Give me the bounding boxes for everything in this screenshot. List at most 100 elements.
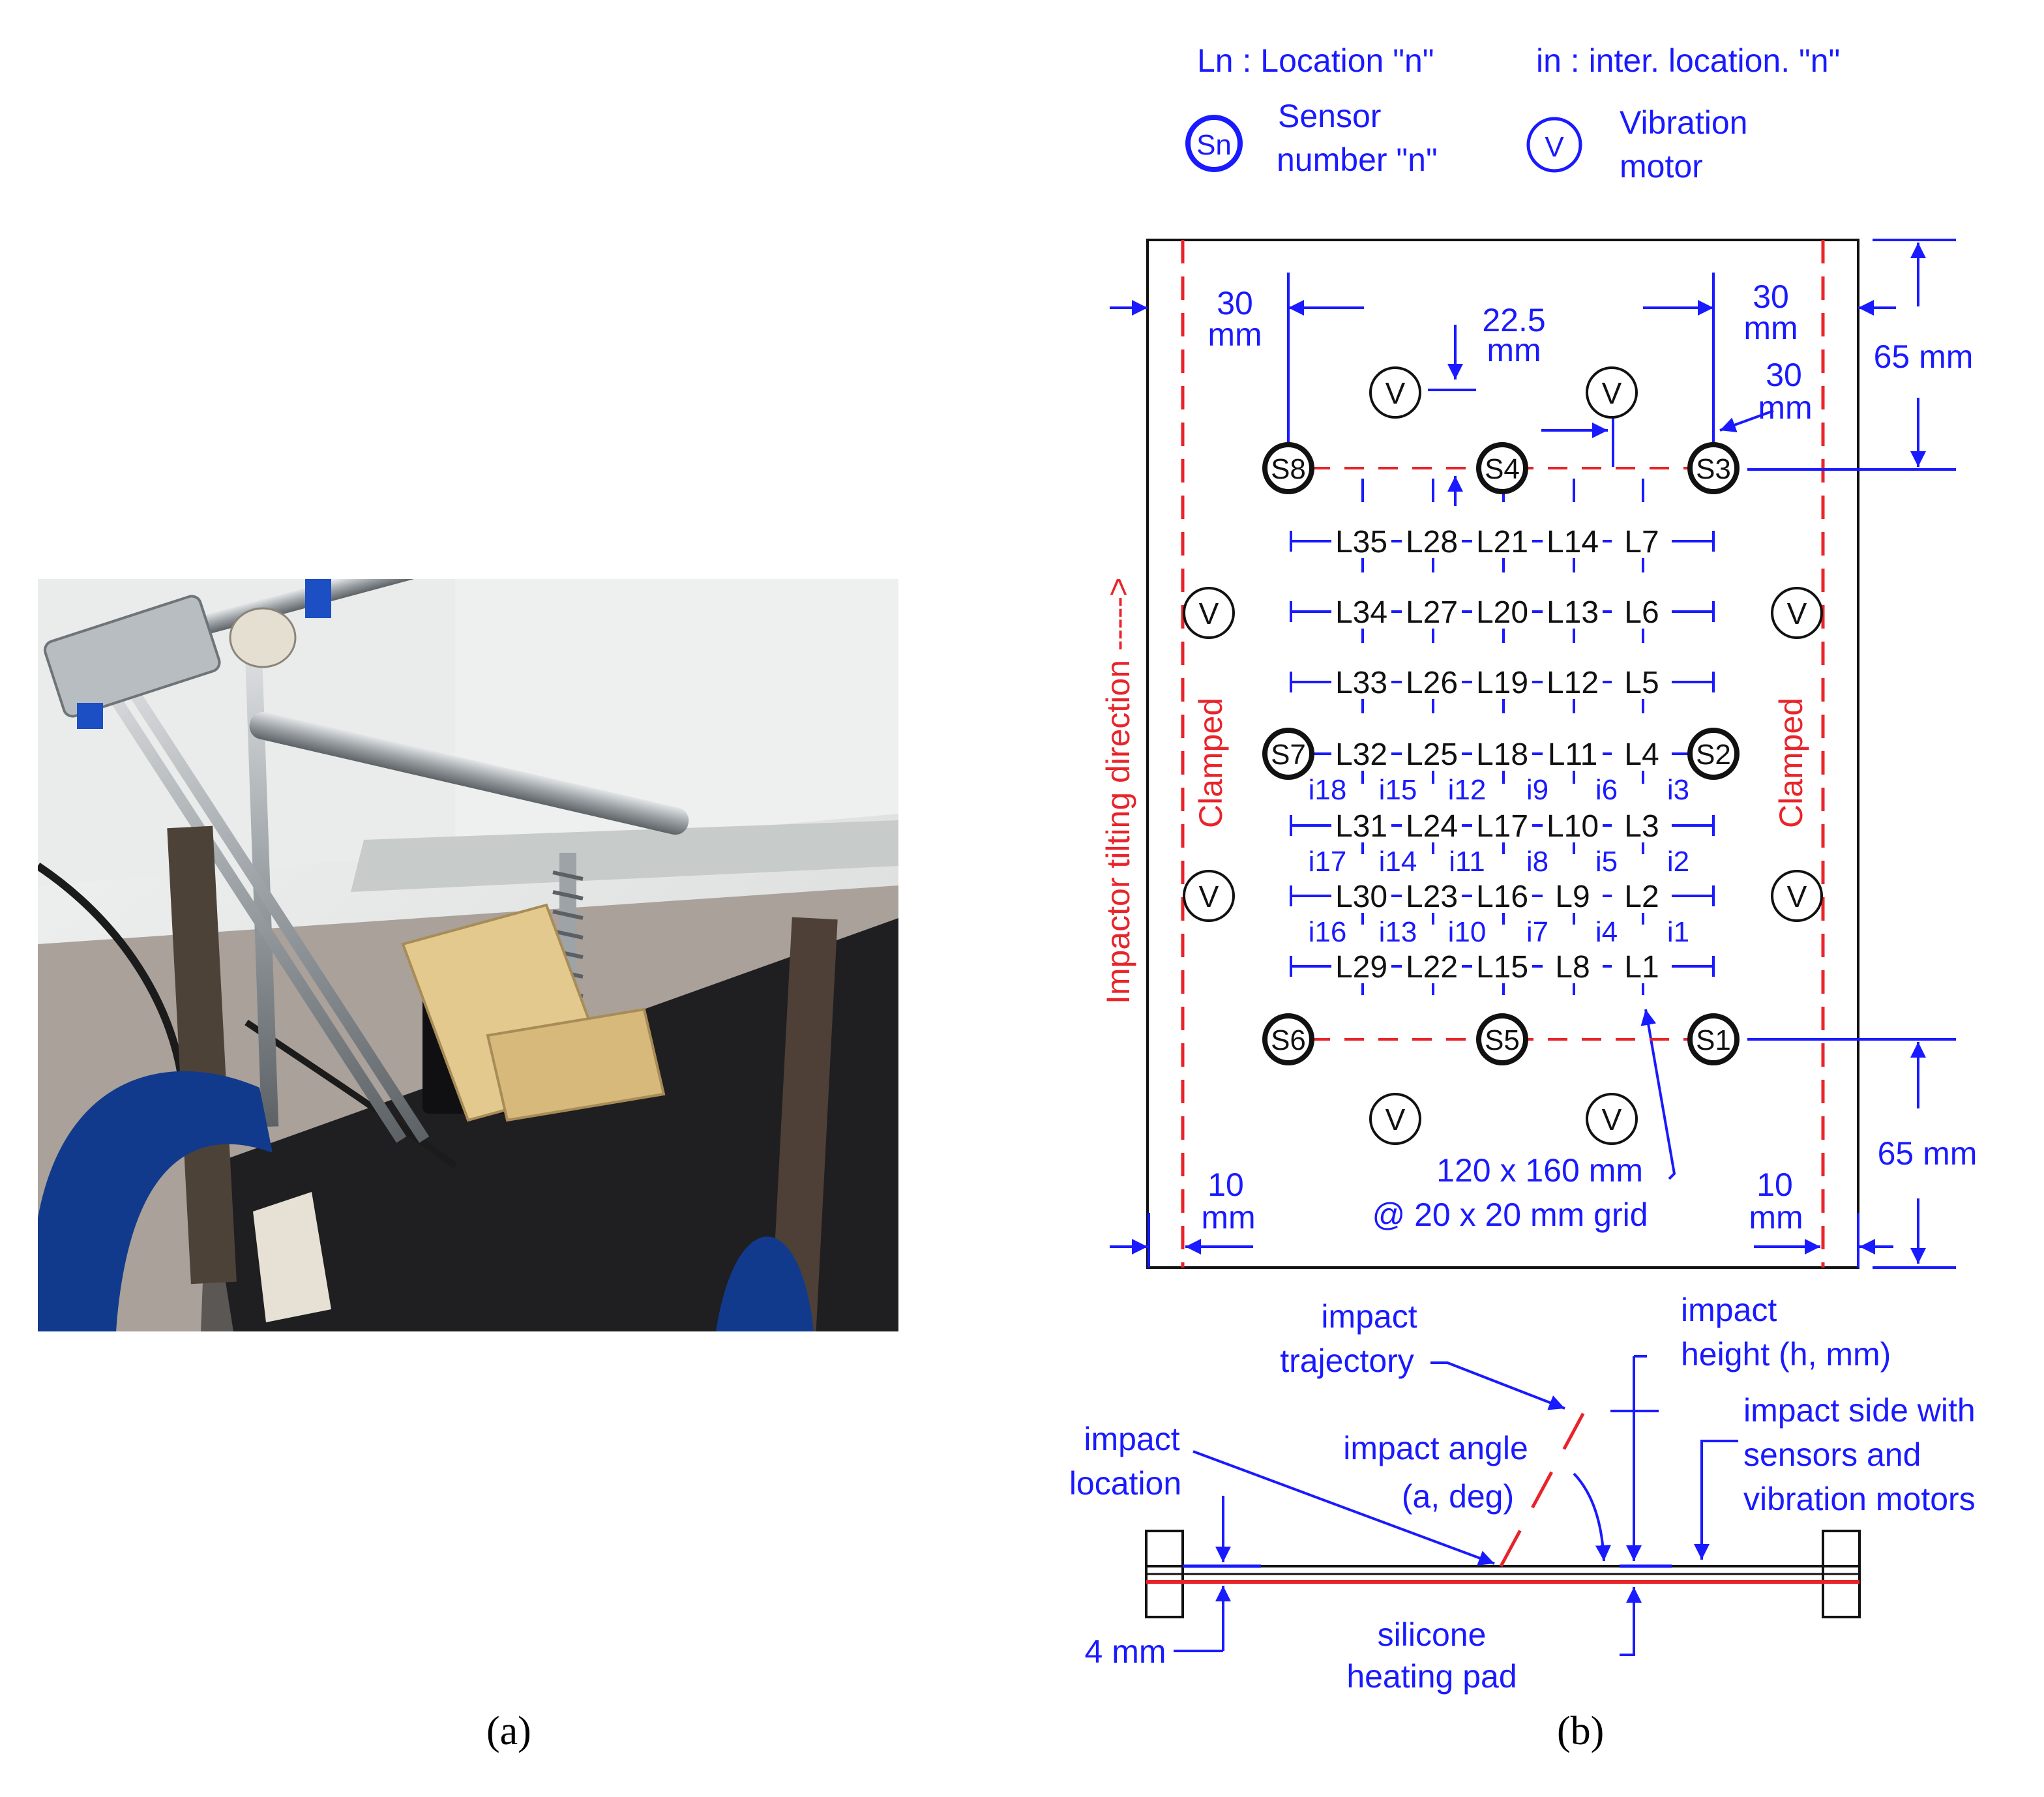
vibration-motor-1: V [1369,366,1421,419]
impact-rig-photo [38,579,898,1331]
inter-label-bg [1303,842,1352,876]
dim-right-30: 30 [1753,278,1789,315]
sensor-s2: S2 [1687,728,1740,780]
clamp-head [43,595,221,718]
svg-text:V: V [1199,880,1219,913]
legend-motor-line1: Vibration [1620,104,1747,141]
location-l22: L22 [1406,950,1458,985]
vibration-motor-8: V [1586,1093,1638,1145]
inter-label-bg [1303,913,1352,947]
svg-text:V: V [1602,1103,1622,1136]
svg-text:V: V [1199,597,1219,631]
legend-inter-location: in : inter. location. "n" [1536,42,1840,79]
inter-location-i7: i7 [1526,916,1548,948]
location-label-bg [1612,523,1672,558]
impact-side-label-2: sensors and [1743,1436,1921,1473]
inter-label-bg [1442,842,1492,876]
location-l11: L11 [1548,737,1598,772]
location-l18: L18 [1476,737,1528,772]
location-label-bg [1402,523,1462,558]
inter-location-i14: i14 [1379,846,1417,878]
impact-angle-label-1: impact angle [1343,1430,1528,1466]
inter-label-bg [1582,913,1631,947]
svg-text:V: V [1385,1103,1406,1136]
grid-spacing-label: @ 20 x 20 mm grid [1372,1196,1648,1233]
location-label-bg [1543,735,1603,771]
dim-right-30b-unit: mm [1758,389,1812,426]
location-label-bg [1331,807,1391,842]
location-label-bg [1612,664,1672,699]
right-screw-clamp [770,917,838,1331]
caption-a: (a) [486,1709,531,1753]
location-l20: L20 [1476,595,1528,630]
sensor-s5: S5 [1476,1013,1528,1065]
inter-label-bg [1582,842,1631,876]
location-label-bg [1612,735,1672,771]
black-tabletop [207,918,898,1331]
svg-text:S5: S5 [1485,1024,1520,1056]
location-label-bg [1402,807,1462,842]
left-screw-clamp [167,825,237,1285]
location-l16: L16 [1476,880,1528,914]
inter-location-i16: i16 [1309,916,1347,948]
location-label-bg [1543,948,1603,983]
legend-sensor-line2: number "n" [1277,141,1438,178]
location-label-bg [1402,878,1462,913]
wooden-impactor-block-2 [486,1007,666,1122]
location-l30: L30 [1335,880,1387,914]
impact-side-label-1: impact side with [1743,1392,1976,1429]
legend-motor-symbol: V [1526,117,1582,173]
horizontal-rod [249,711,689,835]
svg-text:S2: S2 [1696,739,1731,771]
inter-label-bg [1513,913,1562,947]
location-l2: L2 [1624,880,1659,914]
location-l10: L10 [1547,809,1599,844]
svg-text:V: V [1787,597,1807,631]
cable [38,863,185,1075]
location-label-bg [1612,807,1672,842]
blue-knob-top [305,579,331,618]
sensor-s1: S1 [1687,1013,1740,1065]
svg-text:S4: S4 [1485,453,1520,485]
location-l34: L34 [1335,595,1387,630]
location-l21: L21 [1476,525,1528,559]
legend-location: Ln : Location "n" [1197,42,1434,79]
dim-22-5-unit: mm [1487,332,1541,368]
inter-label-bg [1653,771,1703,805]
location-l17: L17 [1476,809,1528,844]
caption-b: (b) [1557,1709,1605,1753]
location-label-bg [1543,523,1603,558]
location-l33: L33 [1335,666,1387,700]
sensor-s4: S4 [1476,442,1528,494]
inter-label-bg [1653,842,1703,876]
inter-location-i2: i2 [1667,846,1689,878]
inter-label-bg [1653,913,1703,947]
vibration-motor-7: V [1369,1093,1421,1145]
location-l14: L14 [1547,525,1599,559]
clamped-left-label: Clamped [1192,698,1229,828]
blue-c-clamp-right [716,1236,814,1331]
inter-label-bg [1513,771,1562,805]
impact-trajectory-line [1499,1398,1593,1567]
inter-location-i4: i4 [1595,916,1618,948]
location-label-bg [1331,735,1391,771]
plate-outline [1146,239,1859,1269]
location-l35: L35 [1335,525,1387,559]
sensor-s7: S7 [1262,728,1314,780]
section-annotations [1174,1355,1738,1656]
location-l32: L32 [1335,737,1387,772]
grid-size-label: 120 x 160 mm [1436,1152,1643,1189]
inter-label-bg [1303,771,1352,805]
location-l5: L5 [1624,666,1659,700]
impact-height-label-1: impact [1681,1292,1777,1328]
inter-location-i13: i13 [1379,916,1417,948]
location-label-bg [1543,807,1603,842]
heating-pad-label-2: heating pad [1346,1658,1517,1695]
location-l12: L12 [1547,666,1599,700]
location-label-bg [1402,735,1462,771]
location-label-bg [1472,948,1532,983]
location-label-bg [1472,735,1532,771]
vibration-motor-2: V [1586,366,1638,419]
